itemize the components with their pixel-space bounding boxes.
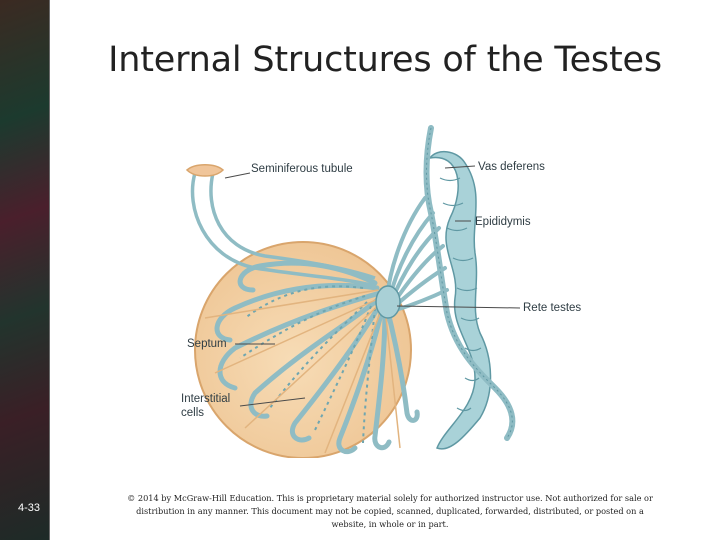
rete-testes bbox=[375, 285, 401, 319]
label-rete-testes: Rete testes bbox=[523, 302, 582, 314]
slide-title: Internal Structures of the Testes bbox=[108, 40, 662, 80]
testis-diagram: Seminiferous tubule Vas deferens Epididy… bbox=[175, 118, 605, 459]
label-septum: Septum bbox=[187, 338, 227, 350]
epididymis-coils bbox=[439, 177, 482, 412]
epididymis bbox=[428, 151, 492, 450]
label-epididymis: Epididymis bbox=[475, 216, 531, 228]
label-interstitial-cells: Interstitial cells bbox=[181, 393, 231, 419]
septa bbox=[204, 289, 401, 454]
label-seminiferous-tubule: Seminiferous tubule bbox=[251, 163, 353, 175]
copyright-notice: © 2014 by McGraw-Hill Education. This is… bbox=[127, 493, 653, 529]
label-vas-deferens: Vas deferens bbox=[478, 161, 545, 173]
sidebar-decoration bbox=[0, 0, 50, 540]
extracted-tubule-return bbox=[209, 172, 376, 280]
slide-number: 4-33 bbox=[18, 502, 41, 514]
sidebar-divider bbox=[49, 0, 50, 540]
tubule-cut-end bbox=[185, 164, 225, 177]
extracted-tubule bbox=[190, 172, 376, 288]
leader-lines bbox=[224, 165, 521, 407]
testis-illustration bbox=[185, 125, 521, 459]
vas-deferens-detail bbox=[426, 127, 513, 439]
